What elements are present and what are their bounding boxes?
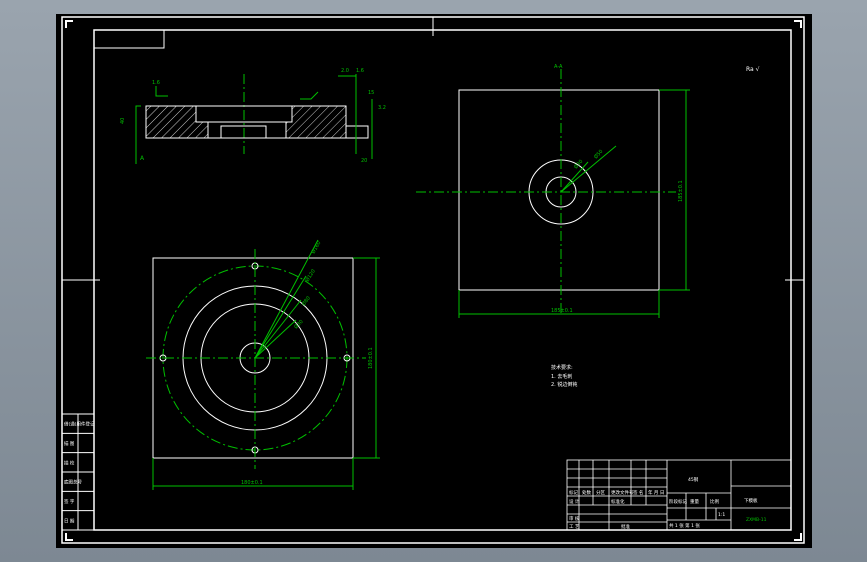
- dim-text: 180±0.1: [241, 480, 263, 486]
- dim-text: Ø160: [310, 240, 323, 255]
- tech-note-item: 1. 去毛刺: [551, 373, 572, 380]
- title-block: [566, 459, 792, 531]
- dim-text: 180±0.1: [368, 347, 374, 369]
- part-name-text: 下模板: [744, 497, 758, 504]
- dim-text: Ø50: [592, 148, 604, 160]
- row-label: 工 艺: [569, 524, 580, 530]
- left-strip-row: 描 图: [64, 440, 75, 447]
- section-arrow-label: A: [140, 155, 145, 162]
- dim-text: Ø120: [304, 268, 317, 283]
- roughness-symbol-icon: Ra √: [746, 66, 760, 73]
- tech-note-item: 2. 锐边倒钝: [551, 381, 577, 388]
- dim-text: 185±0.1: [678, 180, 684, 202]
- title-block-text: 45钢 下模板 ZXMB-11 阶段标记 重量 比例 1:1 共 1 张 第 1…: [569, 476, 767, 530]
- corner-marks: [65, 20, 802, 541]
- left-strip-row: 日 期: [64, 518, 75, 524]
- section-label: A-A: [554, 64, 563, 70]
- rev-header: 签 名: [633, 489, 643, 496]
- left-strip-row: 签 字: [64, 498, 75, 505]
- row-label: 审 核: [569, 515, 580, 522]
- rev-header: 更改文件号: [611, 489, 634, 496]
- scale-value: 1:1: [718, 512, 725, 518]
- plan-view: Ø160 Ø120 Ø80 Ø30 180±0.1 180±0.1: [146, 239, 380, 490]
- dim-text: 1.6: [356, 68, 364, 74]
- dim-text: 1.6: [152, 80, 160, 86]
- dim-text: 20: [361, 158, 367, 164]
- approve-label: 批准: [621, 523, 630, 530]
- cad-viewport[interactable]: 借(通)用件登记描 图描 校底图总号签 字日 期 1.6 40 2.0 1.6 …: [56, 14, 812, 548]
- dim-text: 2.0: [341, 68, 349, 74]
- dim-text: 40: [120, 118, 126, 124]
- rev-header: 标记: [569, 489, 578, 496]
- outer-frame: [61, 16, 805, 544]
- code-box: [93, 29, 165, 49]
- dim-text: Ø80: [300, 295, 312, 307]
- stage-label: 阶段标记: [669, 498, 687, 505]
- section-view: 1.6 40 2.0 1.6 15 3.2 20 A: [120, 68, 386, 164]
- left-strip-row: 底图总号: [64, 479, 82, 486]
- left-strip-row: 描 校: [64, 459, 75, 466]
- dim-text: 3.2: [378, 105, 386, 111]
- rev-header: 年 月 日: [648, 489, 664, 496]
- row-label: 设 计: [569, 498, 580, 505]
- tech-notes: 技术要求: 1. 去毛刺 2. 锐边倒钝: [551, 364, 577, 388]
- tech-notes-title: 技术要求:: [551, 364, 573, 371]
- material-text: 45钢: [688, 476, 699, 483]
- rev-header: 分区: [596, 489, 605, 496]
- drawing-number-text: ZXMB-11: [746, 517, 767, 523]
- dim-text: 15: [368, 90, 374, 96]
- sheet-text: 共 1 张 第 1 张: [669, 522, 700, 529]
- left-strip-row: 借(通)用件登记: [64, 421, 95, 428]
- dim-text: 185±0.1: [551, 308, 573, 314]
- scale-label: 比例: [710, 498, 719, 505]
- dim-text: Ø30: [292, 318, 304, 330]
- std-label: 标准化: [611, 498, 625, 505]
- weight-label: 重量: [690, 498, 699, 505]
- top-view: Ø30 Ø50 A-A 185±0.1 185±0.1: [416, 64, 690, 318]
- centering-marks: [62, 17, 804, 281]
- rev-header: 处数: [582, 489, 591, 496]
